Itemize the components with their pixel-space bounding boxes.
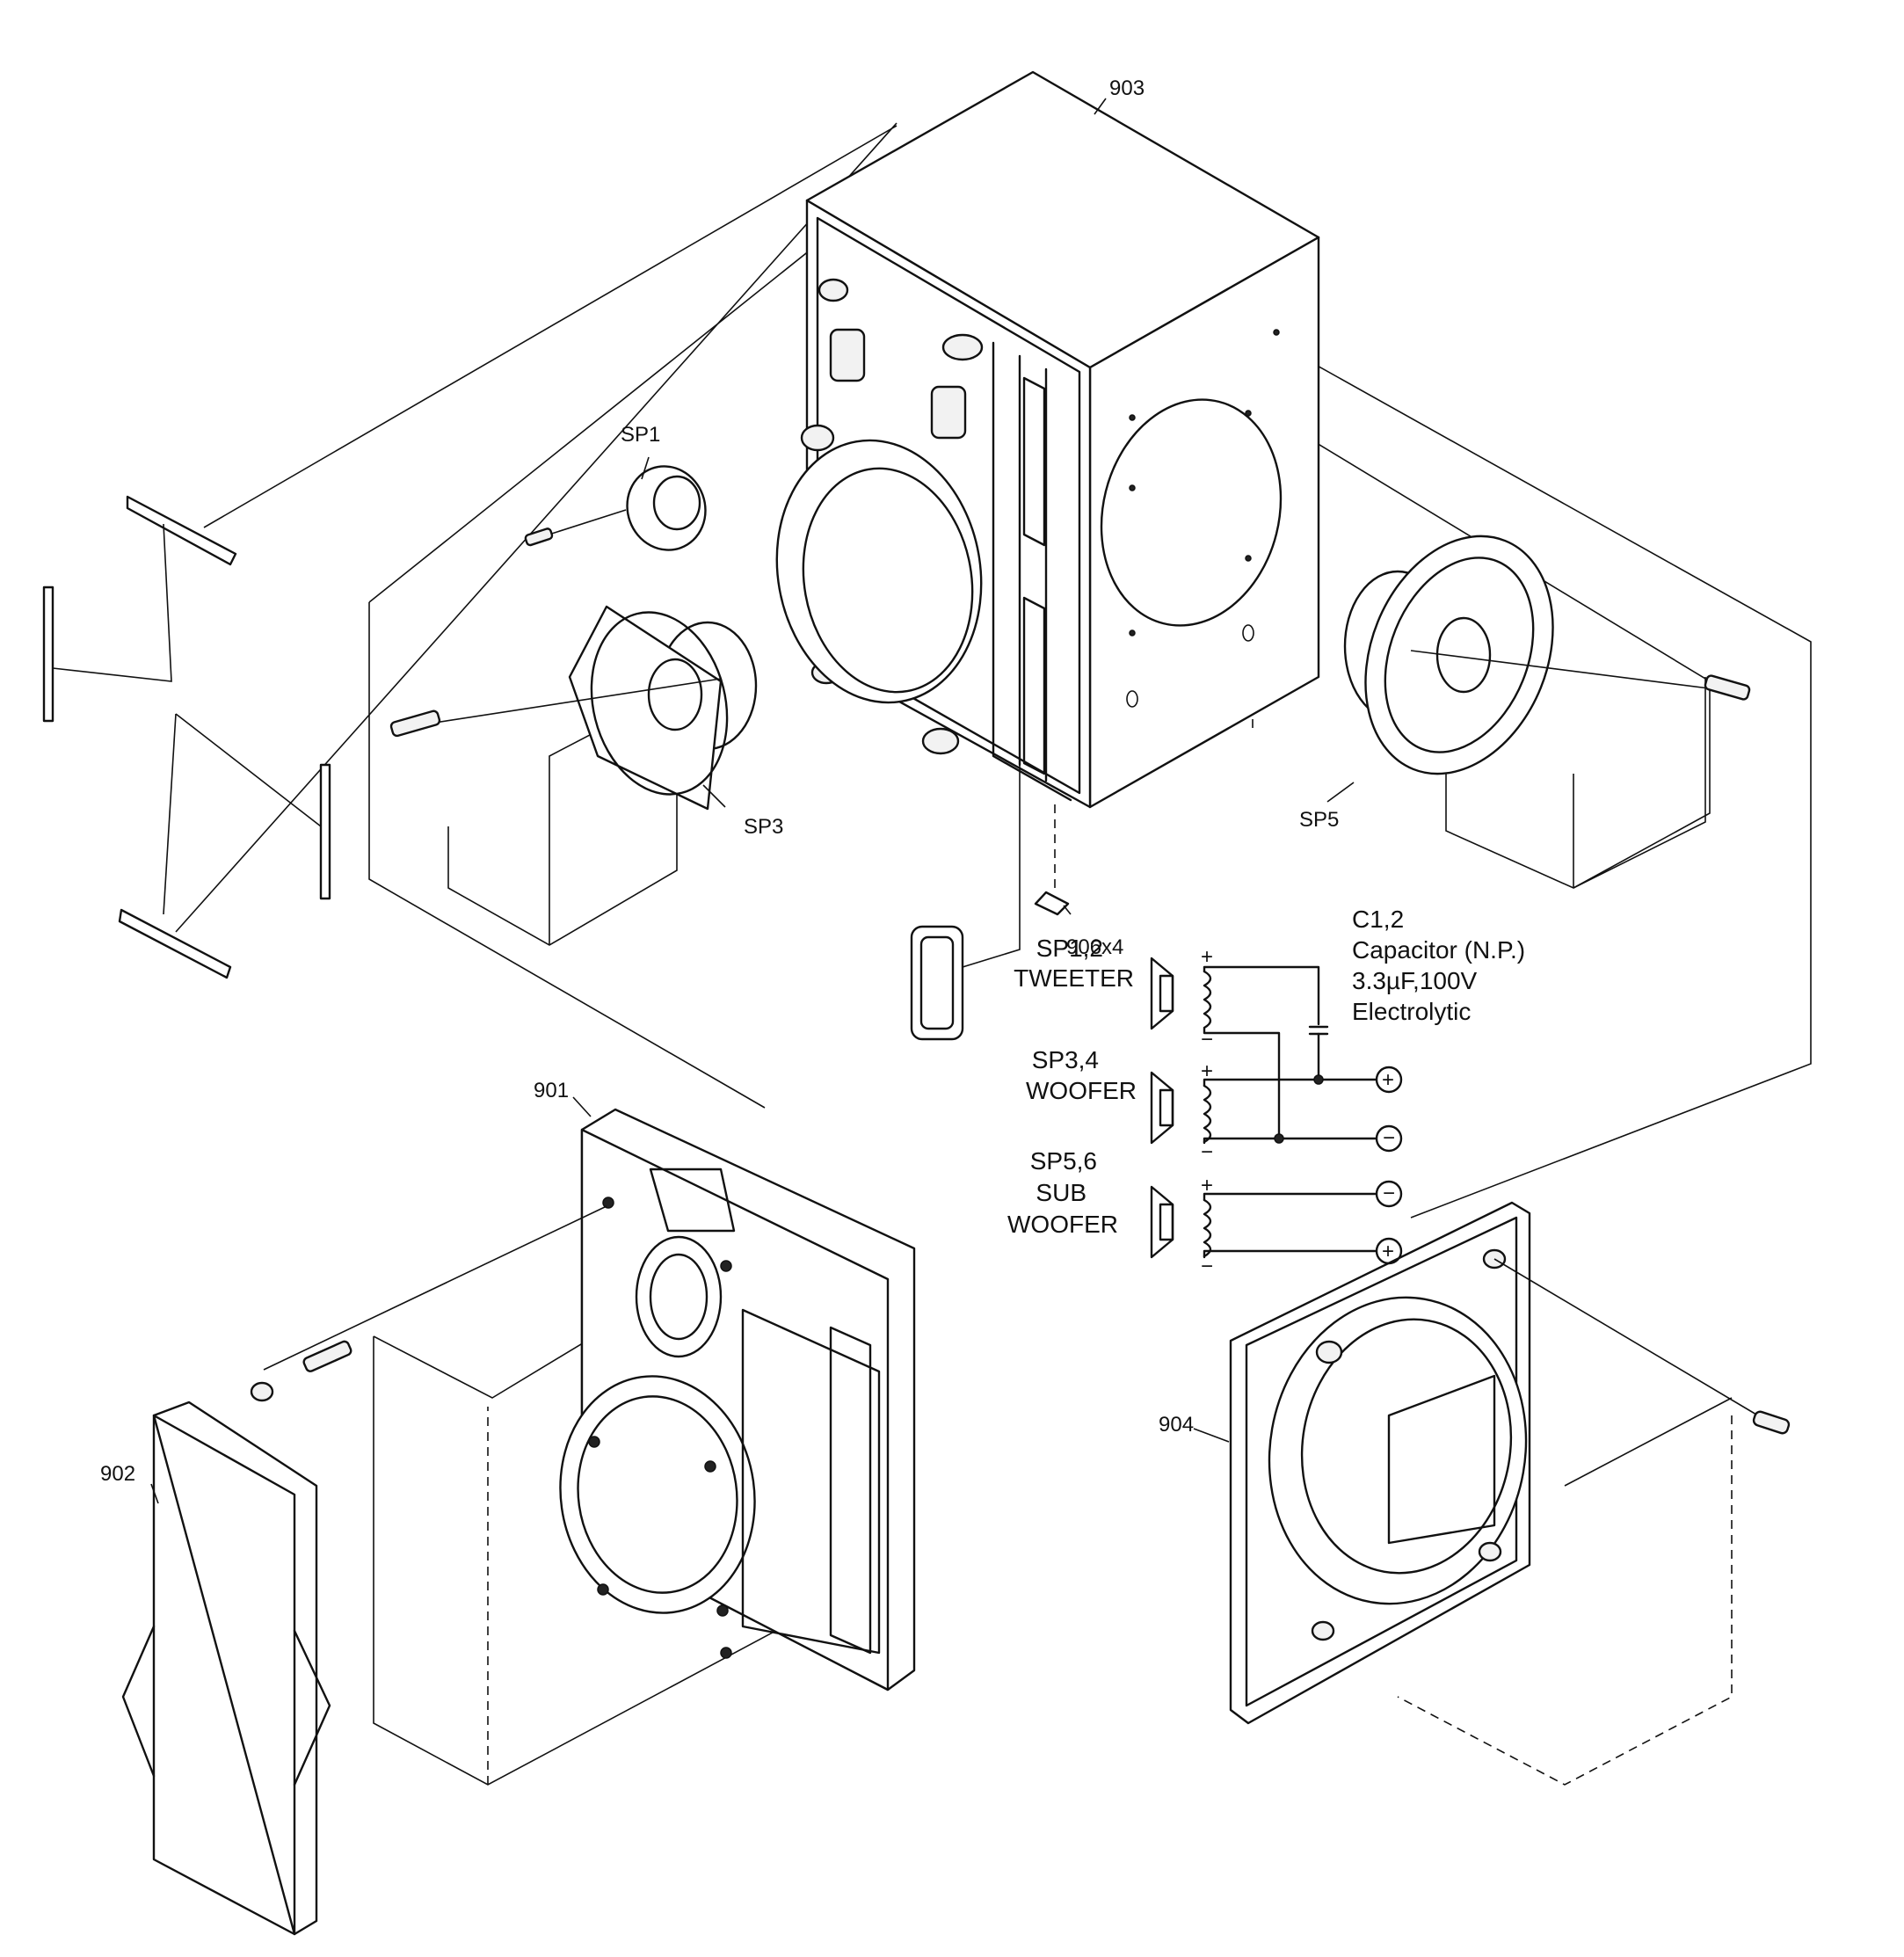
grille-902 [121,1400,331,1936]
tweeter-label-2: TWEETER [1014,964,1134,992]
label-906: 906x4 [1066,935,1123,959]
polarity-plus: + [1201,1174,1213,1197]
capacitor-label-2: Capacitor (N.P.) [1352,936,1525,964]
polarity-plus: + [1201,1059,1213,1083]
woofer-symbol [1150,1071,1212,1145]
terminal-plus: + [1382,1240,1394,1263]
leader-lines [150,98,1355,1504]
capacitor-symbol [1308,1025,1329,1081]
polarity-minus: − [1201,1255,1213,1278]
part-labels: 903 SP1 SP3 SP5 906x4 901 902 904 [100,76,1339,1486]
subwoofer-symbol [1150,1185,1212,1259]
label-sp1: SP1 [621,423,660,447]
label-sp3: SP3 [744,815,783,839]
polarity-plus: + [1201,945,1213,969]
terminal-minus: − [1383,1126,1395,1150]
terminal-plus: + [1382,1068,1394,1092]
gasket-parts [910,607,1070,1041]
label-sp5: SP5 [1299,808,1339,832]
label-903: 903 [1109,76,1145,100]
sub-label-1: SP5,6 [1030,1147,1097,1175]
capacitor-label-4: Electrolytic [1352,998,1471,1025]
sub-label-2: SUB [1036,1179,1086,1206]
label-901: 901 [534,1079,569,1102]
subwoofer-sp5 [1343,535,1751,775]
wiring-schematic: + − + − + − + − − + SP1,2 TWEETER SP3,4 … [1007,906,1525,1278]
terminal-minus: − [1383,1182,1395,1205]
sub-baffle-904 [1229,1201,1791,1725]
capacitor-label-1: C1,2 [1352,906,1404,933]
woofer-sp3 [389,605,758,811]
tweeter-symbol [1150,957,1212,1030]
front-baffle-901 [250,1108,916,1691]
capacitor-label-3: 3.3µF,100V [1352,967,1478,994]
tweeter-label-1: SP1,2 [1036,935,1103,962]
woofer-label-1: SP3,4 [1032,1046,1099,1073]
polarity-minus: − [1201,1140,1213,1164]
label-902: 902 [100,1462,135,1486]
sub-label-3: WOOFER [1007,1211,1118,1238]
tweeter-sp1 [524,465,707,551]
cabinet-903 [775,70,1320,809]
label-904: 904 [1159,1413,1194,1437]
woofer-label-2: WOOFER [1026,1077,1137,1104]
terminal-strips [42,495,331,979]
polarity-minus: − [1201,1028,1213,1051]
